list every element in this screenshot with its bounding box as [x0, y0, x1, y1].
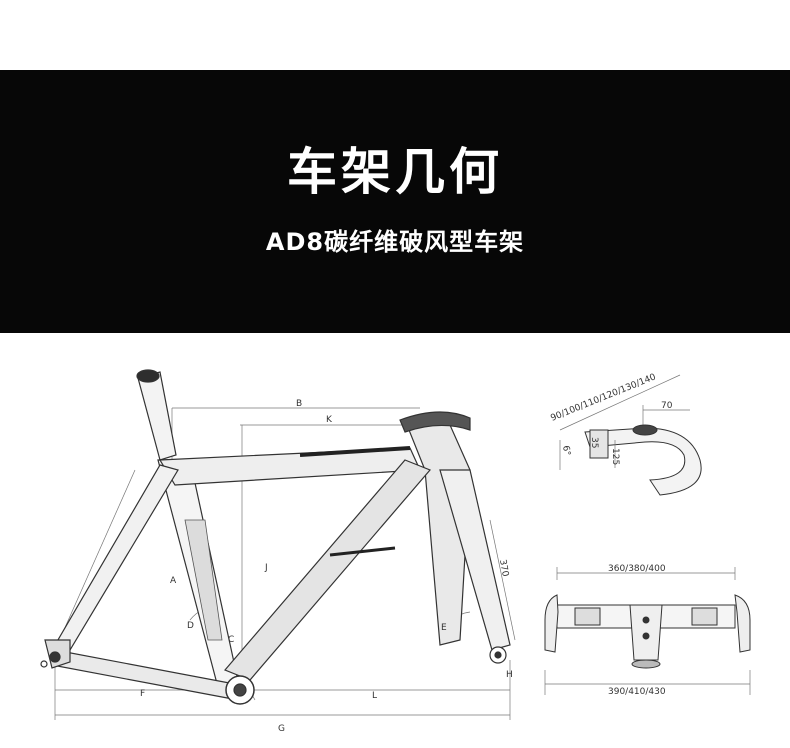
stem-lengths-label: 90/100/110/120/130/140	[549, 372, 657, 424]
header-banner	[0, 70, 790, 333]
frame-dimension-labels: B K J A D E F L G H C 370	[140, 399, 513, 734]
label-e: E	[441, 623, 447, 633]
bike-frame	[40, 369, 516, 720]
stem-height-a-label: 35	[589, 437, 599, 448]
stem-angle-label: 6°	[560, 445, 572, 457]
stem-detail	[559, 374, 702, 496]
stem-height-b-label: 125	[610, 448, 620, 465]
fork-length-label: 370	[497, 559, 510, 578]
label-f: F	[140, 689, 145, 699]
handlebar-top-width-label: 360/380/400	[608, 564, 666, 574]
label-j: J	[264, 563, 268, 573]
handlebar-dimension-labels: 360/380/400 390/410/430	[608, 564, 666, 697]
stem-dimension-labels: 90/100/110/120/130/140 70 6° 35 125	[549, 372, 672, 465]
label-c: C	[228, 635, 234, 645]
label-d: D	[187, 621, 194, 631]
label-h: H	[506, 670, 513, 680]
label-b: B	[296, 399, 302, 409]
label-k: K	[326, 415, 333, 425]
stem-reach-label: 70	[661, 401, 673, 411]
page-subtitle: AD8碳纤维破风型车架	[265, 228, 525, 256]
label-l: L	[372, 691, 377, 701]
geometry-diagram: B K J A D E F L G H C 370 90/100/110/120…	[40, 369, 751, 734]
handlebar-bottom-width-label: 390/410/430	[608, 687, 666, 697]
label-a: A	[170, 576, 177, 586]
handlebar-detail	[544, 567, 751, 695]
page-title: 车架几何	[287, 143, 503, 201]
label-g: G	[278, 724, 285, 734]
